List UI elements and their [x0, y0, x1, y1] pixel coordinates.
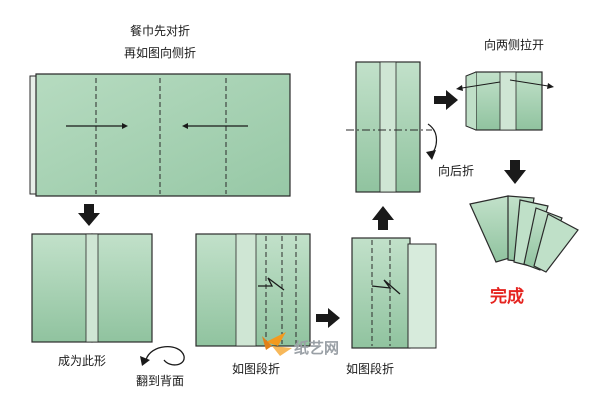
pull-sides-caption: 向两侧拉开 [484, 38, 545, 52]
crane-logo-icon [262, 332, 292, 356]
up-arrow-icon [372, 206, 394, 230]
down-arrow-icon [78, 204, 100, 226]
fold-arrow-icon [371, 279, 401, 295]
right-arrow-icon [434, 90, 458, 110]
step2-shape [31, 233, 153, 343]
finished-fan [469, 195, 579, 273]
fold-arrow-icon [182, 123, 248, 129]
flip-caption: 翻到背面 [136, 374, 185, 388]
step2-caption: 成为此形 [58, 354, 107, 368]
down-arrow-icon [504, 160, 526, 184]
step3-shape [195, 233, 311, 347]
done-caption: 完成 [490, 287, 524, 307]
right-arrow-icon [316, 308, 340, 328]
watermark-text: 纸艺网 [294, 339, 340, 357]
step4-shape [351, 237, 437, 349]
step6-shape [456, 71, 554, 131]
step1-caption-line2: 再如图向侧折 [124, 46, 197, 60]
step4-caption: 如图段折 [346, 362, 395, 376]
step1-caption-line1: 餐巾先对折 [130, 24, 191, 38]
step1-napkin [29, 73, 291, 197]
fold-arrow-icon [258, 277, 285, 291]
step5-shape [346, 61, 438, 193]
flip-over-icon [140, 346, 185, 366]
pull-arrow-icon [456, 79, 554, 91]
step3-caption: 如图段折 [232, 362, 281, 376]
fold-back-caption: 向后折 [438, 164, 475, 178]
fold-arrow-icon [66, 123, 128, 129]
